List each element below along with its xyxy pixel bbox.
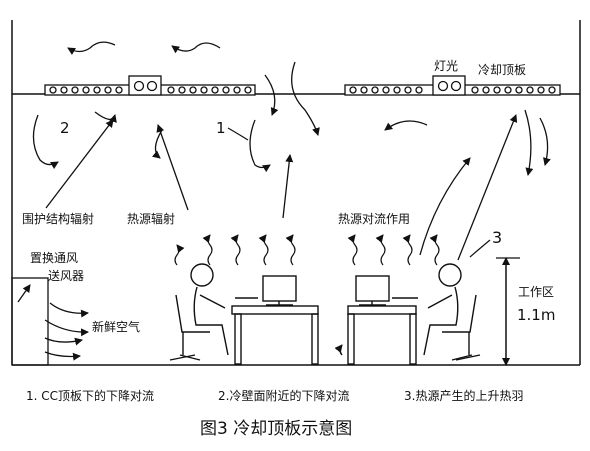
lamp-label: 灯光 [434, 59, 458, 73]
left-panel-circles [49, 86, 252, 94]
legend-item-3: 3.热源产生的上升热羽 [404, 388, 523, 403]
displacement-diffuser [11, 277, 49, 366]
legend-item-1: 1. CC顶板下的下降对流 [26, 388, 154, 403]
legend-item-2: 2.冷壁面附近的下降对流 [218, 388, 349, 403]
right-desk [347, 305, 417, 315]
callout-leaders [227, 127, 491, 258]
left-desk [231, 305, 319, 315]
heat-convection-label: 热源对流作用 [338, 212, 410, 226]
radiation-arrows [45, 114, 518, 261]
right-person-head [438, 263, 462, 287]
heat-radiation-label: 热源辐射 [127, 211, 175, 226]
figure-caption: 图3 冷却顶板示意图 [200, 419, 352, 439]
right-monitor [355, 275, 390, 302]
callout-3-label: 3 [492, 228, 502, 247]
envelope-radiation-label: 围护结构辐射 [22, 211, 94, 226]
work-zone-label: 工作区 [518, 285, 554, 299]
air-arrows-above-ceiling [67, 41, 221, 55]
heat-plumes [174, 234, 440, 266]
cooling-panel-right [344, 75, 561, 96]
work-zone-dimension [496, 257, 520, 366]
left-workstation [169, 263, 319, 365]
downward-convection-arrows [32, 61, 551, 176]
fresh-air-arrows [44, 302, 89, 361]
left-monitor [262, 275, 297, 302]
callout-1-label: 1 [216, 119, 226, 137]
right-workstation [334, 263, 481, 365]
fresh-air-label: 新鲜空气 [92, 319, 140, 334]
callout-2-label: 2 [60, 119, 70, 137]
diffuser-label: 送风器 [48, 268, 84, 283]
cooling-panel-left [44, 75, 256, 96]
left-person-head [190, 263, 214, 287]
work-zone-height: 1.1m [517, 306, 555, 324]
cooling-panel-label: 冷却顶板 [478, 63, 526, 77]
displacement-vent-label: 置换通风 [30, 251, 78, 265]
